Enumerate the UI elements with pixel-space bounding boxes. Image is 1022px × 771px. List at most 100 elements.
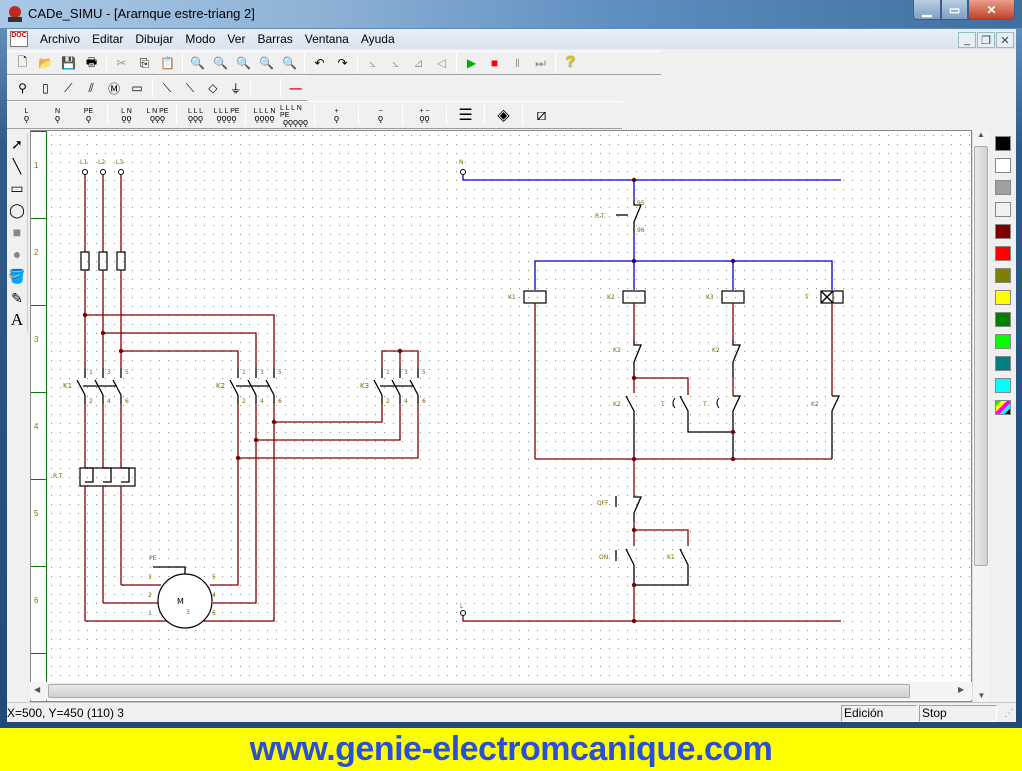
color-swatch[interactable] (995, 400, 1011, 415)
switch-button[interactable]: ⟋ (57, 77, 80, 99)
color-swatch[interactable] (995, 378, 1011, 393)
mdi-restore-button[interactable]: ❐ (977, 32, 995, 48)
menu-barras[interactable]: Barras (257, 32, 293, 46)
menu-dibujar[interactable]: Dibujar (135, 32, 174, 46)
print-button[interactable]: 🖶 (80, 52, 103, 74)
zoom-out-button[interactable]: 🔍 (209, 52, 232, 74)
close-button[interactable]: ✕ (968, 0, 1015, 20)
coil-button[interactable]: ▭ (126, 77, 149, 99)
fill-bucket-tool[interactable]: 🪣 (7, 265, 27, 287)
blank-button[interactable] (254, 77, 277, 99)
scroll-left-icon[interactable]: ◀ (34, 685, 41, 694)
zoom-in-button[interactable]: 🔍 (186, 52, 209, 74)
color-swatch[interactable] (995, 202, 1011, 217)
scroll-right-icon[interactable]: ▶ (958, 685, 965, 694)
cut-button[interactable]: ✂ (110, 52, 133, 74)
undo-button[interactable]: ↶ (308, 52, 331, 74)
contact-label: K2 (712, 347, 720, 354)
color-swatch[interactable] (995, 290, 1011, 305)
rotate-right-button[interactable]: ⦣ (384, 52, 407, 74)
filled-ellipse-tool[interactable]: ● (7, 243, 27, 265)
fuse-button[interactable]: ▯ (34, 77, 57, 99)
supply-button[interactable]: +ǫ (318, 104, 355, 126)
menu-ayuda[interactable]: Ayuda (360, 32, 395, 46)
three-pole-switch-button[interactable]: ⫽ (80, 77, 103, 99)
play-button[interactable]: ▶ (460, 52, 483, 74)
pushbutton-button[interactable]: ⏚ (224, 77, 247, 99)
resize-grip-icon[interactable]: ⋰ (1004, 708, 1014, 719)
line-tool[interactable]: ╲ (7, 155, 27, 177)
copy-button[interactable]: ⎘ (133, 52, 156, 74)
select-arrow-tool[interactable]: ➚ (7, 133, 27, 155)
menu-archivo[interactable]: Archivo (40, 32, 81, 46)
supply-button[interactable]: −ǫ (362, 104, 399, 126)
supply-button[interactable]: ☰ (450, 104, 481, 126)
open-folder-button[interactable]: 📂 (34, 52, 57, 74)
help-button[interactable]: ? (559, 52, 582, 74)
rotate-left-button[interactable]: ⦣ (361, 52, 384, 74)
color-swatch[interactable] (995, 268, 1011, 283)
filled-rectangle-tool[interactable]: ■ (7, 221, 27, 243)
save-disk-button[interactable]: 💾 (57, 52, 80, 74)
supply-button[interactable]: ⧄ (526, 104, 557, 126)
vertical-scroll-thumb[interactable] (974, 146, 988, 566)
color-swatch[interactable] (995, 356, 1011, 371)
menu-ver[interactable]: Ver (227, 32, 246, 46)
color-swatch[interactable] (995, 246, 1011, 261)
wire-red-button[interactable]: — (284, 77, 307, 99)
rectangle-tool[interactable]: ▭ (7, 177, 27, 199)
color-swatch[interactable] (995, 180, 1011, 195)
eyedropper-tool[interactable]: ✎ (7, 287, 27, 309)
contact-timer-button[interactable]: ⟍ (178, 77, 201, 99)
paste-button[interactable]: 📋 (156, 52, 179, 74)
zoom-fit-button[interactable]: 🔍 (278, 52, 301, 74)
scroll-up-icon[interactable]: ▲ (977, 130, 985, 139)
menu-modo[interactable]: Modo (185, 32, 216, 46)
contact-diamond-button[interactable]: ◇ (201, 77, 224, 99)
color-swatch[interactable] (995, 334, 1011, 349)
zoom-all-button[interactable]: 🔍 (255, 52, 278, 74)
mdi-close-button[interactable]: ✕ (996, 32, 1014, 48)
mdi-minimize-button[interactable]: _ (958, 32, 976, 48)
motor-button[interactable]: Ⓜ (103, 77, 126, 99)
maximize-button[interactable]: ▭ (941, 0, 968, 20)
text-tool[interactable]: A (7, 309, 27, 331)
mirror-horizontal-button[interactable]: ⊿ (407, 52, 430, 74)
contact-no-button[interactable]: ⟍ (156, 77, 179, 99)
color-swatch[interactable] (995, 136, 1011, 151)
redo-button[interactable]: ↷ (331, 52, 354, 74)
horizontal-scroll-thumb[interactable] (48, 684, 910, 698)
color-swatch[interactable] (995, 158, 1011, 173)
supply-button[interactable]: ◈ (488, 104, 519, 126)
document-icon[interactable]: DOC (10, 31, 28, 47)
terminal-button[interactable]: ⚲ (11, 77, 34, 99)
zoom-window-button[interactable]: 🔍 (232, 52, 255, 74)
supply-button[interactable]: + −ǫǫ (406, 104, 443, 126)
ellipse-tool[interactable]: ◯ (7, 199, 27, 221)
pause-button[interactable]: ‖ (506, 52, 529, 74)
title-bar[interactable]: CADe_SIMU - [Ararnque estre-triang 2] ▁ … (0, 0, 1022, 28)
step-button[interactable]: ⏭ (529, 52, 552, 74)
horizontal-scrollbar[interactable]: ◀ ▶ (30, 682, 972, 700)
menu-editar[interactable]: Editar (92, 32, 124, 46)
menu-ventana[interactable]: Ventana (304, 32, 349, 46)
minimize-button[interactable]: ▁ (913, 0, 941, 20)
mirror-vertical-button[interactable]: ◁ (430, 52, 453, 74)
color-swatch[interactable] (995, 312, 1011, 327)
stop-button[interactable]: ■ (483, 52, 506, 74)
new-file-button[interactable]: 🗋 (11, 52, 34, 74)
vertical-scrollbar[interactable]: ▲ ▼ (972, 130, 989, 702)
color-swatch[interactable] (995, 224, 1011, 239)
scroll-down-icon[interactable]: ▼ (977, 691, 986, 700)
